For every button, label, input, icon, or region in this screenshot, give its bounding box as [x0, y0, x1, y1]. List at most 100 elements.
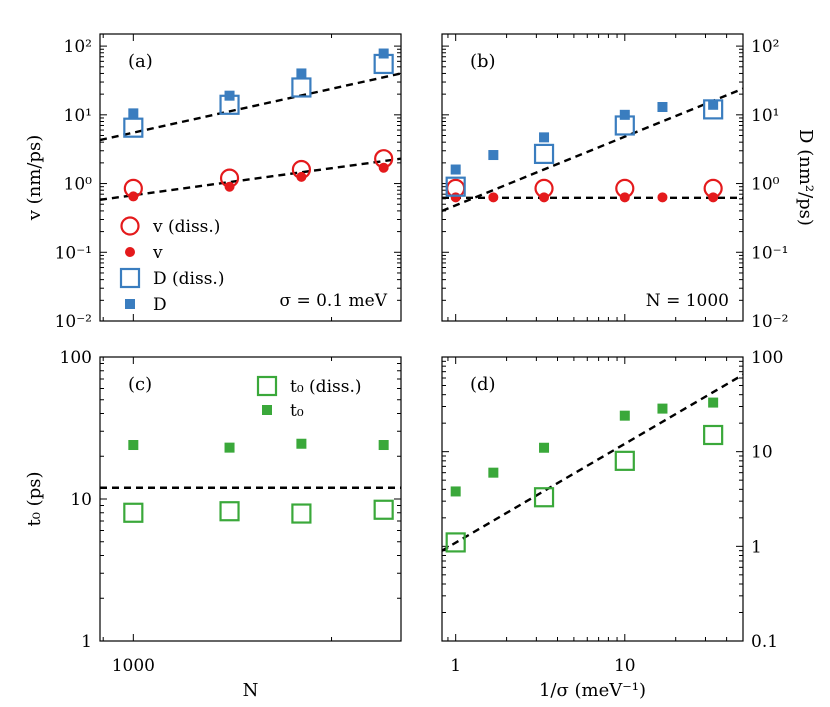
y-tick-label: 10¹ [751, 106, 779, 126]
legend: v (diss.) v D (diss.) D [119, 216, 224, 315]
y-tick-label: 10¹ [64, 106, 92, 126]
panel-annotation: σ = 0.1 meV [279, 291, 387, 311]
data-point [657, 101, 668, 112]
data-point [657, 192, 668, 203]
y-tick-label: 10⁰ [64, 175, 93, 195]
plot-frame [441, 33, 744, 322]
data-point [614, 450, 635, 471]
y-tick-label: 10⁻² [751, 312, 788, 332]
legend-entry: D [153, 295, 167, 315]
data-point [488, 150, 499, 161]
legend-marker [119, 267, 141, 289]
data-point [378, 440, 389, 451]
data-point [539, 132, 550, 143]
data-point [533, 487, 555, 508]
y-tick-label: 10⁻¹ [55, 243, 92, 263]
data-point [619, 410, 630, 421]
legend-entry: D (diss.) [153, 269, 224, 289]
data-point [539, 442, 550, 453]
data-point [450, 486, 461, 497]
panel-label: (d) [470, 374, 496, 395]
data-point [123, 117, 144, 138]
x-axis-title: N [243, 680, 259, 701]
panel-annotation: N = 1000 [646, 291, 729, 311]
y-tick-label: 10 [70, 490, 92, 510]
data-point [123, 502, 144, 523]
panel-b: 10⁻² 10⁻¹ 10⁰ 10¹ 10² (b) N = 1000 D (nm²/ps) [441, 33, 816, 332]
legend-marker [125, 247, 135, 257]
y-tick-label: 1 [81, 632, 92, 652]
data-point [619, 192, 630, 203]
legend-marker [125, 299, 135, 309]
data-point [450, 192, 461, 203]
x-tick-label: 1 [450, 656, 461, 676]
fit-line [442, 87, 743, 213]
data-point [488, 192, 499, 203]
panel-a: 10⁻² 10⁻¹ 10⁰ 10¹ 10² (a) σ = 0.1 meV v (diss.)… [24, 33, 402, 332]
y-axis-title: v (nm/ps) [24, 135, 45, 221]
x-tick-label: 10 [614, 656, 636, 676]
fit-line [100, 157, 401, 201]
plot-frame [99, 33, 402, 322]
legend-entry: v [152, 243, 163, 263]
data-point [219, 501, 240, 522]
data-point [445, 532, 466, 553]
y-tick-label: 10⁰ [751, 175, 780, 195]
data-point [296, 438, 307, 449]
fit-line [442, 373, 743, 552]
data-point [657, 403, 668, 414]
data-point [703, 424, 724, 446]
panel-label: (b) [470, 51, 496, 72]
plot-frame [441, 356, 744, 642]
x-tick-label: 1000 [112, 656, 155, 676]
data-point [708, 397, 719, 408]
data-point [296, 171, 307, 182]
data-point [128, 108, 139, 119]
panel-d: 0.1 1 10 100 1 10 (d) 1/σ (meV⁻¹) [441, 348, 783, 701]
legend-entry: t₀ [290, 401, 304, 421]
y-axis-title: t₀ (ps) [24, 472, 45, 527]
data-point [128, 191, 139, 202]
panel-label: (a) [128, 51, 153, 72]
data-point [378, 48, 389, 59]
legend-entry: v (diss.) [152, 217, 220, 237]
data-point [296, 68, 307, 79]
y-tick-label: 1 [751, 537, 762, 557]
y-tick-label: 10² [64, 37, 92, 57]
data-point [708, 99, 719, 110]
data-point [378, 162, 389, 173]
data-point [128, 440, 139, 451]
y-tick-label: 10 [751, 443, 773, 463]
y-tick-label: 100 [60, 348, 92, 368]
y-axis-title: D (nm²/ps) [795, 129, 816, 226]
data-point [488, 467, 499, 478]
y-tick-label: 10⁻¹ [751, 243, 788, 263]
data-point [450, 164, 461, 175]
legend: t₀ (diss.) t₀ [256, 375, 362, 421]
data-point [291, 77, 312, 98]
x-axis-title: 1/σ (meV⁻¹) [539, 680, 646, 701]
legend-marker [262, 405, 272, 415]
panel-label: (c) [128, 374, 152, 395]
legend-marker [120, 216, 140, 236]
data-point [533, 143, 555, 165]
data-point [224, 442, 235, 453]
plot-frame [99, 356, 402, 642]
data-point [291, 503, 312, 524]
fit-line [100, 72, 401, 142]
y-tick-label: 10² [751, 37, 779, 57]
y-tick-label: 0.1 [751, 632, 778, 652]
data-point [619, 109, 630, 120]
panel-c: 1 10 100 1000 (c) t₀ (diss.) t₀ t₀ (ps) N [24, 348, 402, 701]
data-point [224, 90, 235, 101]
y-tick-label: 10⁻² [55, 312, 92, 332]
data-point [539, 192, 550, 203]
data-point [373, 499, 394, 520]
data-point [224, 181, 235, 192]
data-point [708, 192, 719, 203]
legend-marker [256, 375, 278, 397]
legend-entry: t₀ (diss.) [290, 377, 362, 397]
y-tick-label: 100 [751, 348, 783, 368]
data-point [445, 176, 466, 197]
